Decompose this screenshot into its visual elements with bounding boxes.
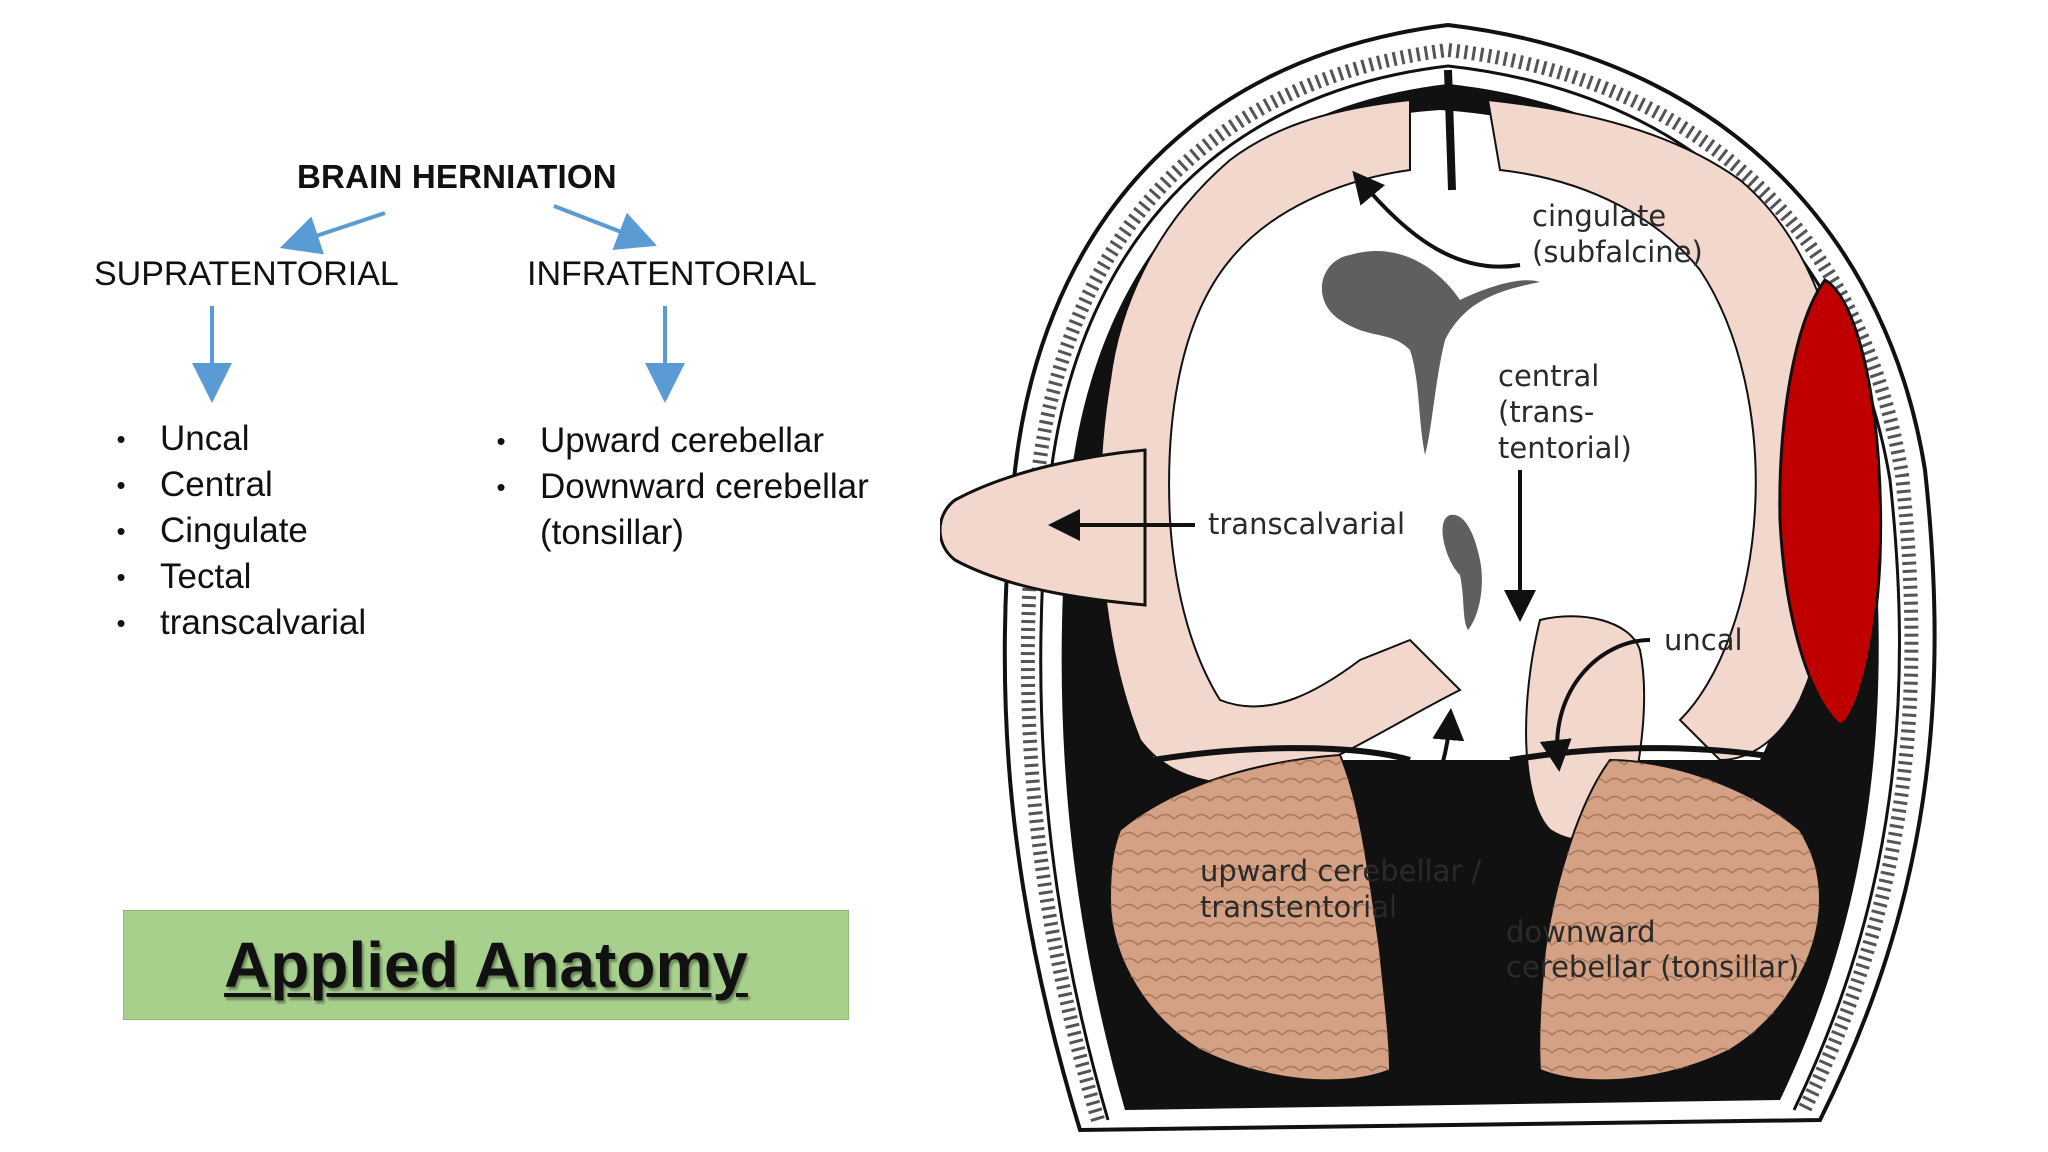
list-item: • Cingulate	[111, 508, 366, 554]
list-item: • Downward cerebellar (tonsillar)	[491, 464, 891, 556]
label-downward: downward	[1506, 915, 1656, 949]
infratentorial-heading: INFRATENTORIAL	[527, 255, 817, 293]
label-downward-tonsillar: cerebellar (tonsillar)	[1506, 950, 1799, 984]
bullet: •	[496, 426, 506, 456]
label-central-trans: (trans-	[1498, 395, 1594, 429]
lateral-ventricle	[1321, 251, 1540, 455]
applied-anatomy-title: Applied Anatomy	[224, 929, 748, 1001]
third-ventricle	[1442, 514, 1482, 630]
list-item-label: Downward cerebellar (tonsillar)	[540, 467, 869, 552]
cerebellum-left-folia	[1110, 755, 1390, 1081]
list-item: • Upward cerebellar	[491, 418, 891, 464]
label-central: central	[1498, 359, 1599, 393]
bullet: •	[116, 470, 126, 500]
supratentorial-list: • Uncal • Central • Cingulate • Tectal • tran…	[111, 416, 366, 646]
list-item-label: Upward cerebellar	[540, 421, 825, 460]
arrow-to-infratentorial	[553, 204, 657, 251]
arrow-to-supratentorial	[279, 211, 386, 255]
transcalvarial-bulge	[940, 448, 1147, 607]
skull-bone-layer	[1020, 42, 1919, 1123]
label-cingulate: cingulate	[1532, 199, 1666, 233]
bullet: •	[496, 472, 506, 502]
label-upward: upward cerebellar /	[1200, 854, 1482, 888]
label-uncal: uncal	[1664, 623, 1743, 657]
list-item: • Tectal	[111, 554, 366, 600]
uncal-arrow	[1539, 638, 1651, 772]
list-item-label: Uncal	[160, 419, 250, 458]
label-upward-trans: transtentorial	[1200, 890, 1397, 924]
bullet: •	[116, 562, 126, 592]
infratentorial-list: • Upward cerebellar • Downward cerebellar …	[491, 418, 891, 556]
bullet: •	[116, 516, 126, 546]
page-title: BRAIN HERNIATION	[297, 158, 617, 195]
list-item-label: Central	[160, 465, 273, 504]
list-item-label: transcalvarial	[160, 603, 367, 642]
supratentorial-heading: SUPRATENTORIAL	[94, 255, 399, 293]
skull-inner	[1039, 64, 1901, 1121]
list-item: • Central	[111, 462, 366, 508]
cingulate-arrow	[1352, 170, 1521, 269]
list-item-label: Cingulate	[160, 511, 308, 550]
cortex-gyri-right	[1486, 98, 1847, 762]
brain-cross-section: cingulate (subfalcine) central (trans- t…	[940, 22, 1937, 1133]
bullet: •	[116, 608, 126, 638]
cortex-gyri	[1099, 98, 1462, 785]
list-item: • transcalvarial	[111, 600, 366, 646]
list-item: • Uncal	[111, 416, 366, 462]
applied-anatomy-banner: Applied Anatomy	[123, 910, 849, 1020]
hematoma	[1778, 278, 1883, 727]
white-matter	[1107, 110, 1821, 760]
flow-arrows	[192, 204, 685, 403]
label-transcalvarial: transcalvarial	[1208, 507, 1405, 541]
herniation-diagram: cingulate (subfalcine) central (trans- t…	[940, 0, 2048, 1152]
falx	[1444, 69, 1456, 191]
list-item-label: Tectal	[160, 557, 252, 596]
label-central-tentorial: tentorial)	[1498, 431, 1632, 465]
upward-arrow	[1379, 708, 1465, 842]
bullet: •	[116, 424, 126, 454]
label-cingulate-sub: (subfalcine)	[1532, 235, 1703, 269]
cerebellum-right-folia	[1539, 760, 1820, 1081]
